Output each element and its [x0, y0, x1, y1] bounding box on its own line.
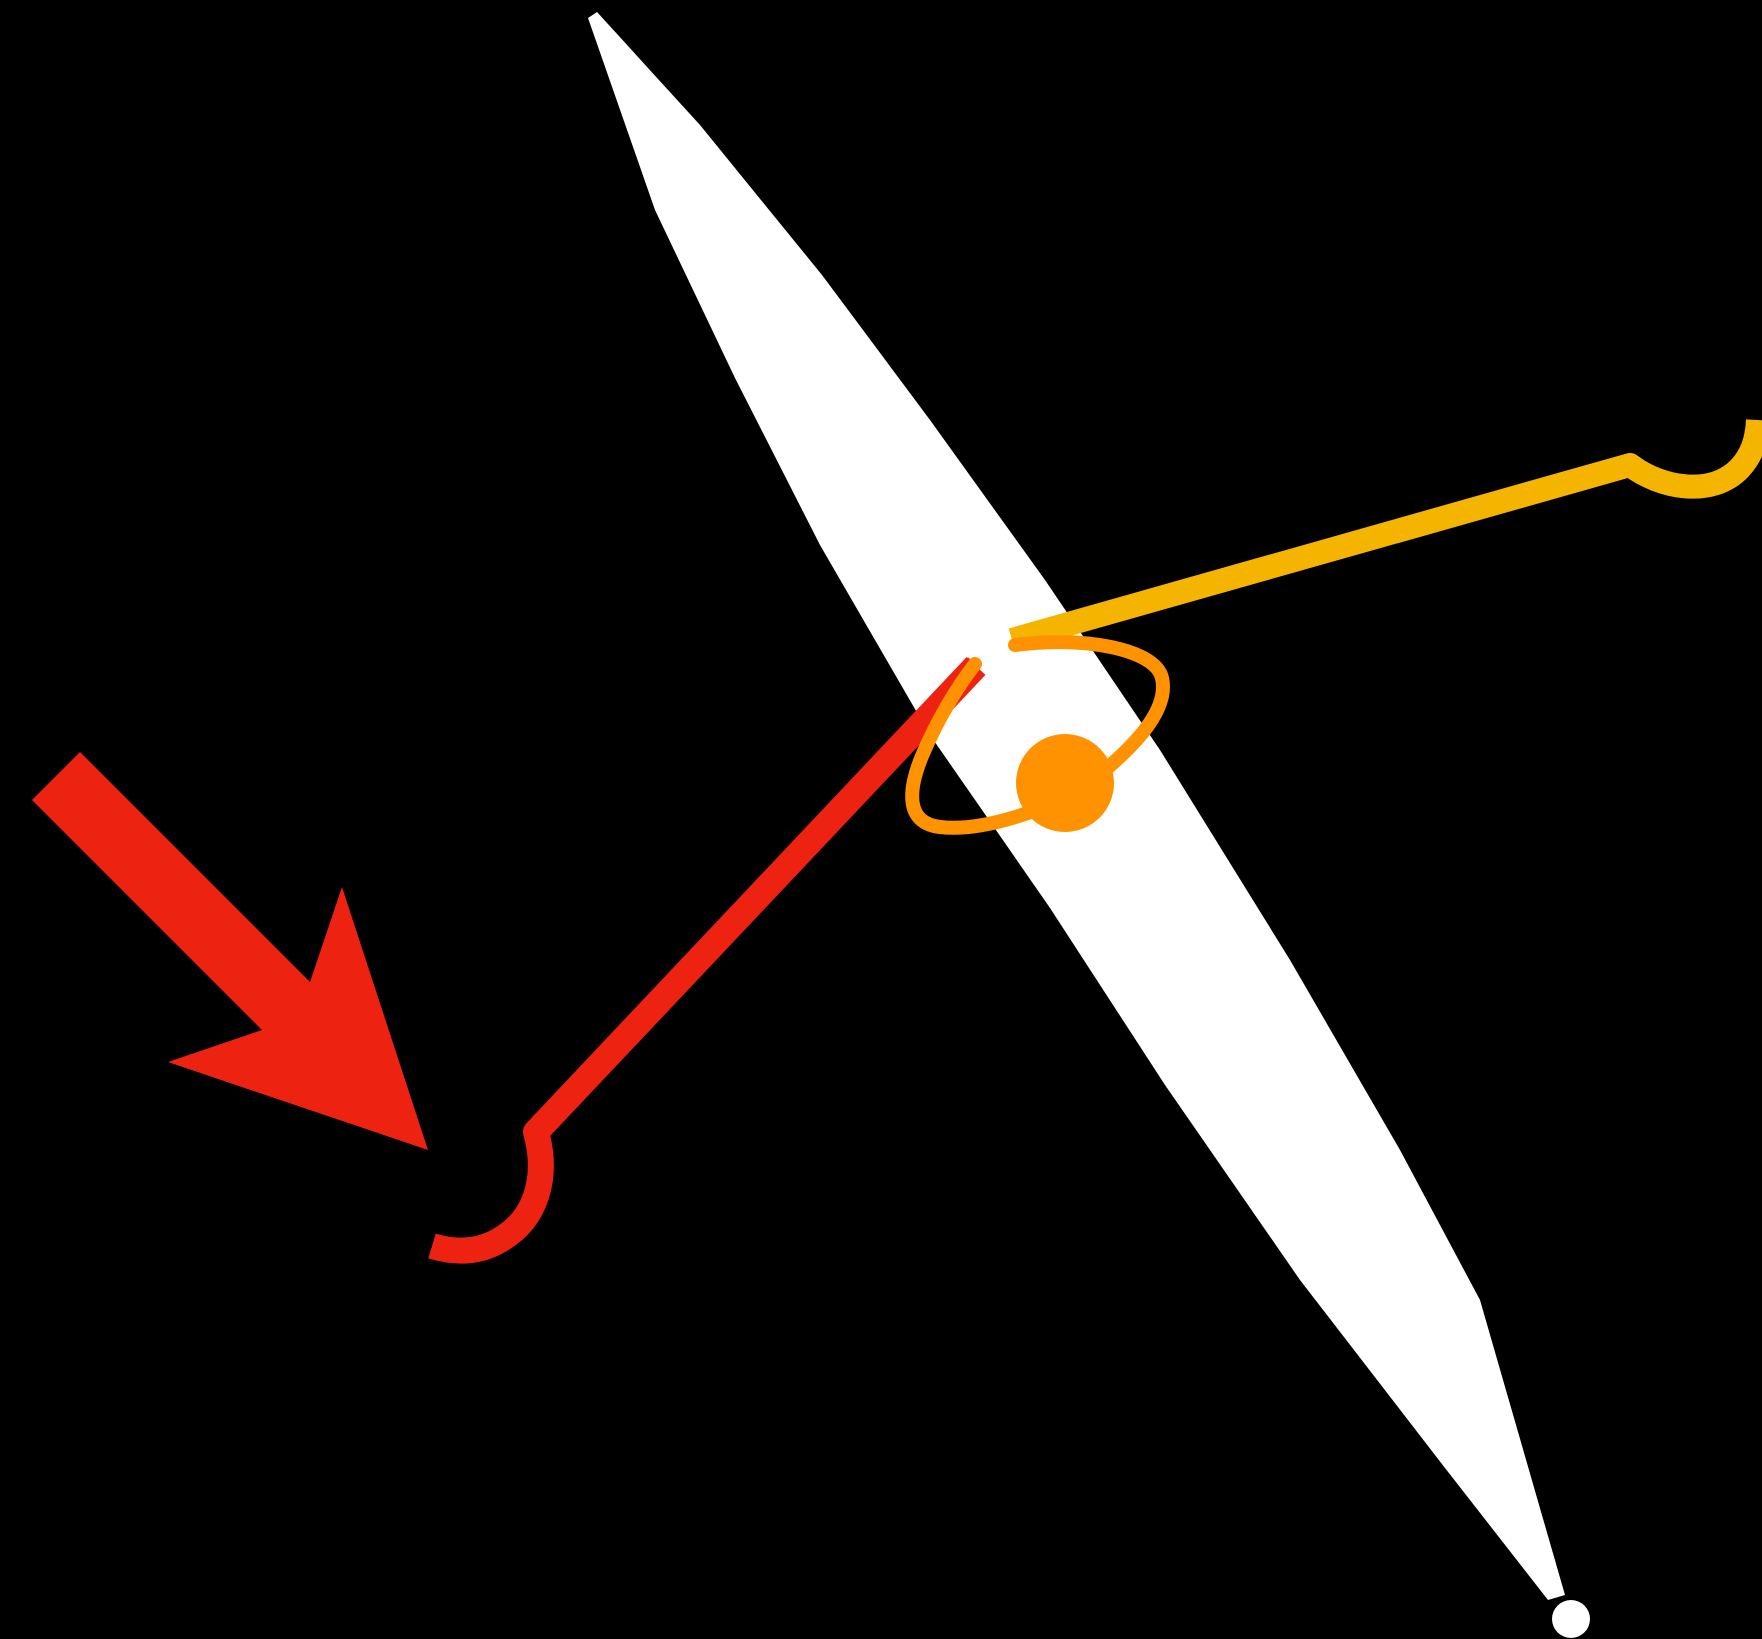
- orange-dot: [1016, 734, 1114, 832]
- blade-tip-dot: [1552, 1600, 1590, 1638]
